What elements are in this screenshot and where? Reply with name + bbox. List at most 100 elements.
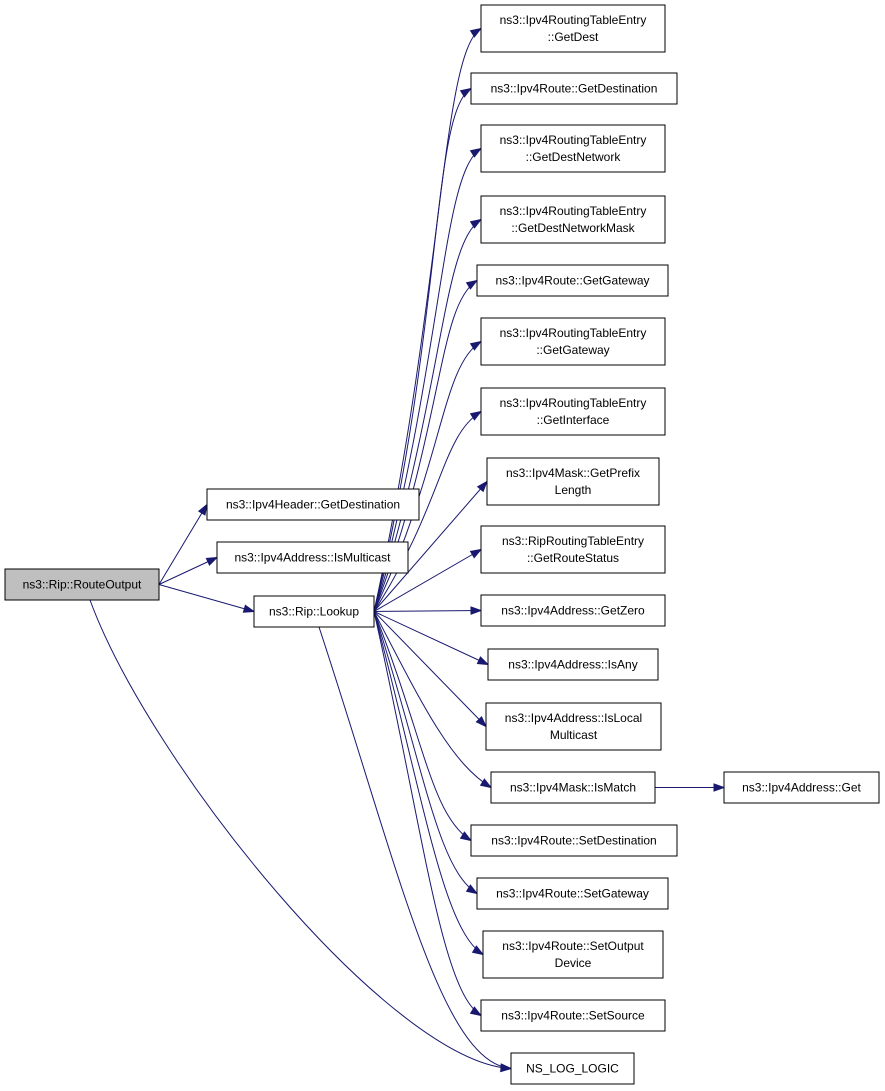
node-label: ns3::Ipv4Address::Get (742, 781, 861, 795)
edge-line (373, 88, 472, 612)
edge-line (373, 28, 482, 612)
node-route-getdestination[interactable]: ns3::Ipv4Route::GetDestination (470, 72, 678, 105)
edge-mask-ismatch-to-address-get (655, 783, 726, 792)
edge-route-output-to-ns-log-logic (89, 599, 513, 1073)
node-box (510, 1052, 635, 1085)
edge-rip-lookup-to-riprte-getroutestatus (373, 548, 483, 612)
edge-route-output-to-ipv4header-getdestination (158, 503, 208, 585)
node-rte-getdestnetworkmask[interactable]: ns3::Ipv4RoutingTableEntry::GetDestNetwo… (480, 195, 666, 244)
node-label: ns3::Ipv4Header::GetDestination (226, 498, 400, 512)
node-mask-ismatch[interactable]: ns3::Ipv4Mask::IsMatch (490, 771, 656, 804)
node-label: ns3::Ipv4Address::GetZero (501, 604, 645, 618)
node-label: ns3::Ipv4Mask::GetPrefix (506, 466, 640, 480)
node-label: ::GetRouteStatus (527, 551, 619, 565)
node-label: ns3::Ipv4Route::SetOutput (502, 939, 644, 953)
edge-rip-lookup-to-route-setsource (373, 611, 483, 1017)
arrowhead (475, 715, 488, 728)
edge-rip-lookup-to-rte-getdestnetworkmask (373, 218, 483, 612)
arrowhead (469, 218, 483, 229)
edge-rip-lookup-to-route-setgateway (373, 611, 479, 895)
edge-line (318, 626, 512, 1069)
node-box (216, 541, 409, 574)
node-label: ns3::Ipv4Address::IsAny (508, 658, 637, 672)
arrowhead (465, 279, 479, 290)
edge-line (373, 611, 487, 727)
node-box (485, 702, 662, 751)
edge-rip-lookup-to-route-getdestination (373, 87, 473, 612)
edge-line (373, 610, 482, 612)
arrowhead (459, 831, 473, 842)
edge-line (373, 611, 484, 955)
arrowhead (465, 884, 479, 895)
edge-rip-lookup-to-route-setdestination (373, 611, 473, 842)
node-label: ns3::Ipv4Route::GetGateway (495, 274, 649, 288)
edge-rip-lookup-to-mask-getprefixlength (373, 480, 488, 612)
edge-line (373, 611, 482, 1016)
node-label: Multicast (550, 728, 598, 742)
node-route-getgateway[interactable]: ns3::Ipv4Route::GetGateway (476, 264, 669, 297)
arrowhead (470, 606, 483, 615)
arrowhead (197, 503, 208, 516)
arrowhead (476, 480, 488, 493)
node-label: ns3::Ipv4Route::SetGateway (496, 887, 649, 901)
node-label: ns3::Ipv4RoutingTableEntry (500, 326, 647, 340)
arrowhead (500, 1063, 513, 1072)
node-rte-getdest[interactable]: ns3::Ipv4RoutingTableEntry::GetDest (480, 4, 666, 53)
node-box (480, 594, 666, 627)
node-rte-getgateway[interactable]: ns3::Ipv4RoutingTableEntry::GetGateway (480, 317, 666, 366)
arrowhead (469, 27, 483, 38)
node-box (480, 525, 666, 574)
arrowhead (471, 945, 485, 956)
node-ipv4address-ismulticast[interactable]: ns3::Ipv4Address::IsMulticast (216, 541, 409, 574)
node-label: NS_LOG_LOGIC (526, 1062, 619, 1076)
node-label: ns3::Ipv4Address::IsMulticast (234, 551, 391, 565)
node-ipv4header-getdestination[interactable]: ns3::Ipv4Header::GetDestination (206, 488, 420, 521)
arrowhead (242, 604, 256, 613)
node-route-setsource[interactable]: ns3::Ipv4Route::SetSource (480, 999, 666, 1032)
node-ns-log-logic[interactable]: NS_LOG_LOGIC (510, 1052, 635, 1085)
edge-route-output-to-ipv4address-ismulticast (158, 556, 219, 585)
node-riprte-getroutestatus[interactable]: ns3::RipRoutingTableEntry::GetRouteStatu… (480, 525, 666, 574)
edge-line (373, 611, 472, 841)
node-box (4, 568, 160, 601)
node-address-getzero[interactable]: ns3::Ipv4Address::GetZero (480, 594, 666, 627)
node-rip-lookup[interactable]: ns3::Rip::Lookup (253, 595, 375, 628)
node-label: ns3::Ipv4RoutingTableEntry (500, 396, 647, 410)
arrowhead (469, 340, 483, 351)
node-address-get[interactable]: ns3::Ipv4Address::Get (723, 771, 880, 804)
edge-rip-lookup-to-rte-getdest (373, 27, 483, 612)
edge-line (373, 219, 482, 612)
nodes-layer: ns3::Rip::RouteOutput ns3::Ipv4Header::Ge… (4, 4, 880, 1085)
node-label: ns3::Rip::RouteOutput (23, 578, 142, 592)
edge-route-output-to-rip-lookup (158, 584, 256, 613)
arrowhead (713, 783, 726, 792)
edge-line (158, 584, 255, 612)
node-label: ns3::Ipv4Mask::IsMatch (510, 781, 636, 795)
node-box (476, 264, 669, 297)
node-label: ::GetDest (548, 30, 599, 44)
edge-rip-lookup-to-address-islocalmulticast (373, 611, 488, 728)
edge-rip-lookup-to-address-isany (373, 611, 490, 666)
edge-line (373, 611, 478, 894)
node-rte-getinterface[interactable]: ns3::Ipv4RoutingTableEntry::GetInterface (480, 387, 666, 436)
edge-rip-lookup-to-address-getzero (373, 606, 483, 615)
arrowhead (479, 778, 493, 789)
node-address-isany[interactable]: ns3::Ipv4Address::IsAny (487, 648, 659, 681)
arrowhead (469, 548, 483, 559)
arrowhead (476, 656, 490, 666)
node-label: ::GetGateway (536, 343, 609, 357)
node-label: ns3::Ipv4Route::GetDestination (491, 82, 658, 96)
node-route-setdestination[interactable]: ns3::Ipv4Route::SetDestination (470, 824, 678, 857)
node-box (480, 4, 666, 53)
node-route-setgateway[interactable]: ns3::Ipv4Route::SetGateway (476, 877, 669, 910)
node-route-output[interactable]: ns3::Rip::RouteOutput (4, 568, 160, 601)
node-rte-getdestnetwork[interactable]: ns3::Ipv4RoutingTableEntry::GetDestNetwo… (480, 124, 666, 173)
edge-line (373, 481, 488, 612)
arrowhead (469, 147, 483, 158)
node-box (487, 648, 659, 681)
node-box (482, 930, 664, 979)
node-box (480, 387, 666, 436)
